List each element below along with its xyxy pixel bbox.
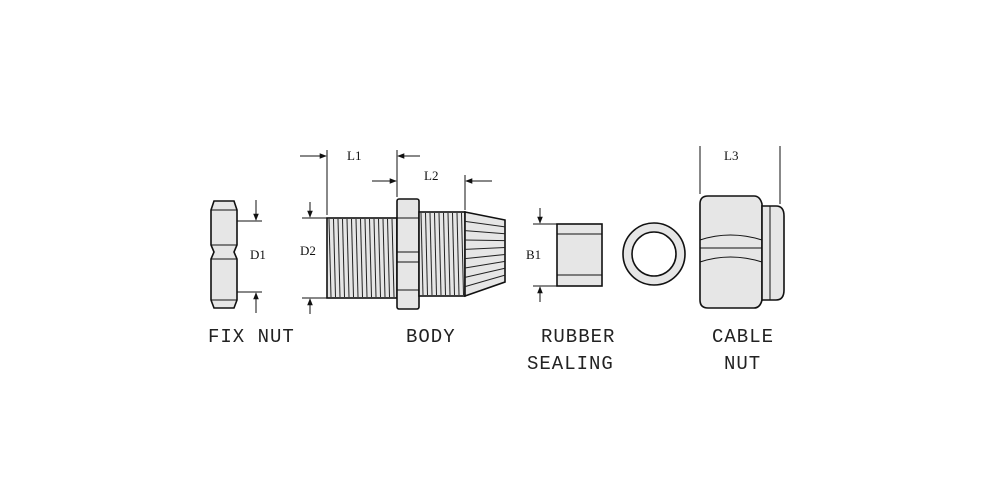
thread-line	[342, 218, 345, 298]
thread-line	[434, 212, 437, 296]
cable-nut-caption-line2: NUT	[724, 353, 761, 375]
l1-label: L1	[347, 148, 361, 163]
finger-line	[464, 247, 506, 250]
thread-line	[369, 218, 372, 298]
finger-line	[464, 239, 506, 242]
thread-line	[452, 212, 455, 296]
thread-line	[429, 212, 433, 296]
thread-line	[443, 212, 446, 296]
thread-line	[447, 212, 451, 296]
dimension-l2: L2	[372, 168, 492, 210]
sealing-ring-drawing	[622, 222, 686, 286]
fix-nut-drawing	[210, 200, 238, 309]
rubber-sealing-caption-line1: RUBBER	[541, 326, 615, 348]
thread-line	[360, 218, 363, 298]
thread-line	[420, 212, 424, 296]
thread-line	[373, 218, 377, 298]
finger-line	[464, 230, 506, 235]
finger-line	[464, 274, 506, 288]
thread-line	[328, 218, 332, 298]
dimension-l1: L1	[300, 148, 420, 215]
rubber-sealing-caption-line2: SEALING	[527, 353, 614, 375]
thread-line	[425, 212, 428, 296]
body-drawing	[326, 198, 506, 310]
finger-line	[464, 220, 506, 228]
finger-line	[464, 260, 506, 269]
cable-nut-drawing	[699, 195, 785, 309]
fix-nut-caption: FIX NUT	[208, 326, 295, 348]
l2-label: L2	[424, 168, 438, 183]
thread-line	[391, 218, 395, 298]
dimension-b1: B1	[526, 208, 557, 302]
thread-line	[456, 212, 460, 296]
thread-line	[355, 218, 359, 298]
dimension-d2: D2	[300, 202, 327, 314]
dimension-d1: D1	[237, 200, 266, 313]
finger-line	[464, 253, 506, 260]
thread-line	[461, 212, 464, 296]
rubber-sealing-drawing	[556, 223, 603, 287]
b1-label: B1	[526, 247, 541, 262]
body-caption: BODY	[406, 326, 456, 348]
cable-nut-caption-line1: CABLE	[712, 326, 774, 348]
thread-line	[351, 218, 354, 298]
d1-label: D1	[250, 247, 266, 262]
d2-label: D2	[300, 243, 316, 258]
finger-line	[464, 267, 506, 278]
thread-line	[382, 218, 386, 298]
thread-line	[387, 218, 390, 298]
thread-line	[378, 218, 381, 298]
thread-line	[364, 218, 368, 298]
thread-line	[438, 212, 442, 296]
thread-line	[346, 218, 350, 298]
l3-label: L3	[724, 148, 738, 163]
dimension-l3: L3	[699, 146, 781, 204]
thread-line	[337, 218, 341, 298]
thread-line	[333, 218, 336, 298]
